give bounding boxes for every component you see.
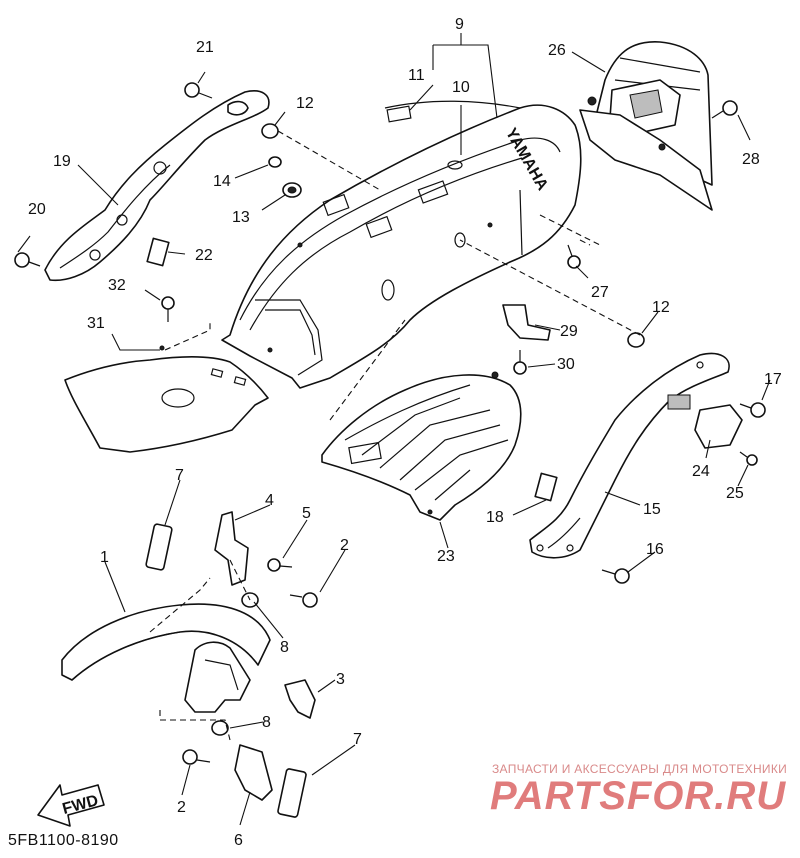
inner-fender xyxy=(321,371,522,521)
label-part-24: 24 xyxy=(692,463,710,480)
label-part-27: 27 xyxy=(591,284,609,301)
mud-flap xyxy=(64,345,269,453)
label-part-16: 16 xyxy=(646,541,664,558)
label-part-8b: 8 xyxy=(262,714,271,731)
label-part-2a: 2 xyxy=(340,537,349,554)
label-part-2b: 2 xyxy=(177,799,186,816)
label-part-30: 30 xyxy=(557,356,575,373)
label-part-12a: 12 xyxy=(296,95,314,112)
fwd-arrow: FWD xyxy=(37,784,105,827)
label-part-8a: 8 xyxy=(280,639,289,656)
rear-fender: YAMAHA xyxy=(221,100,582,389)
front-fender xyxy=(61,603,271,713)
label-part-9: 9 xyxy=(455,16,464,33)
label-part-14: 14 xyxy=(213,173,231,190)
small-parts xyxy=(145,123,743,818)
label-part-20: 20 xyxy=(28,201,46,218)
label-part-29: 29 xyxy=(560,323,578,340)
label-part-23: 23 xyxy=(437,548,455,565)
label-part-11: 11 xyxy=(408,67,425,84)
label-part-18: 18 xyxy=(486,509,504,526)
part-labels: 1 2 2 3 4 5 6 7 7 8 8 9 10 11 12 12 13 1… xyxy=(28,16,782,849)
label-part-17: 17 xyxy=(764,371,782,388)
label-part-26: 26 xyxy=(548,42,566,59)
label-part-1: 1 xyxy=(100,549,109,566)
grab-bar-left xyxy=(44,90,270,282)
label-part-12b: 12 xyxy=(652,299,670,316)
label-part-10: 10 xyxy=(452,79,470,96)
label-part-28: 28 xyxy=(742,151,760,168)
label-part-4: 4 xyxy=(265,492,274,509)
diagram-part-code: 5FB1100-8190 xyxy=(8,832,119,849)
label-part-6: 6 xyxy=(234,832,243,849)
label-part-5: 5 xyxy=(302,505,311,522)
label-part-21: 21 xyxy=(196,39,214,56)
label-part-22: 22 xyxy=(195,247,213,264)
label-part-19: 19 xyxy=(53,153,71,170)
watermark-caption: ЗАПЧАСТИ И АКСЕССУАРЫ ДЛЯ МОТОТЕХНИКИ xyxy=(492,762,788,776)
tail-light xyxy=(579,41,713,211)
label-part-13: 13 xyxy=(232,209,250,226)
label-part-15: 15 xyxy=(643,501,661,518)
label-part-7a: 7 xyxy=(175,467,184,484)
label-part-32: 32 xyxy=(108,277,126,294)
label-part-7b: 7 xyxy=(353,731,362,748)
label-part-31: 31 xyxy=(87,315,105,332)
label-part-25: 25 xyxy=(726,485,744,502)
watermark-brand-logo: PARTSFOR.RU xyxy=(490,774,787,818)
leader-lines xyxy=(17,33,771,826)
label-part-3: 3 xyxy=(336,671,345,688)
grab-bar-right xyxy=(529,352,730,559)
alignment-lines xyxy=(149,130,641,741)
bolts xyxy=(14,82,766,765)
